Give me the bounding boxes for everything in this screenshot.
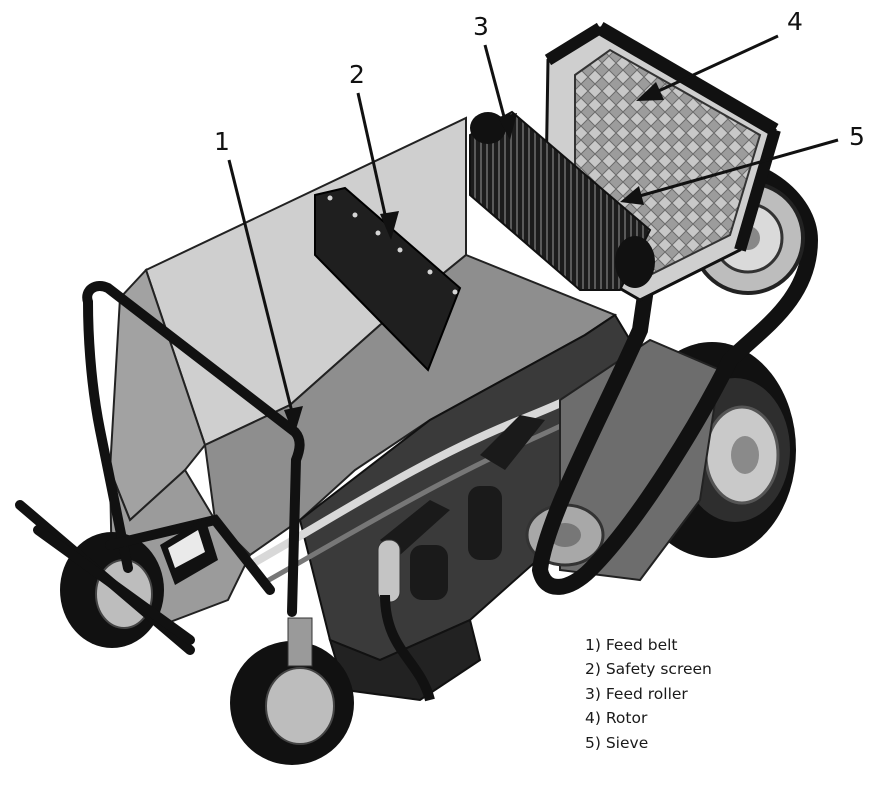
legend-item-sieve: 5) Sieve	[585, 733, 649, 752]
callout-number-3: 3	[473, 12, 489, 41]
callout-lines	[227, 34, 839, 421]
leader-line-1	[227, 159, 296, 421]
front-wheel-center	[230, 617, 354, 765]
leader-line-3	[483, 44, 509, 129]
legend: 1) Feed belt 2) Safety screen 3) Feed ro…	[585, 633, 855, 755]
safety-screen	[314, 186, 462, 372]
callout-number-4: 4	[787, 7, 803, 36]
arrowhead-5	[620, 186, 644, 205]
legend-item-rotor: 4) Rotor	[585, 709, 648, 728]
leader-line-4	[651, 34, 779, 96]
callout-number-1: 1	[214, 127, 230, 156]
arrowhead-1	[284, 406, 303, 436]
warning-label	[160, 518, 218, 585]
callout-number-5: 5	[849, 122, 865, 151]
legend-item-feed-roller: 3) Feed roller	[585, 684, 688, 703]
feed-roller	[469, 110, 655, 291]
arrowhead-2	[380, 211, 399, 240]
arrowhead-3	[498, 113, 517, 140]
machine-illustration	[15, 21, 819, 765]
legend-item-feed-belt: 1) Feed belt	[585, 636, 678, 654]
legend-item-safety-screen: 2) Safety screen	[585, 660, 712, 679]
leader-line-2	[356, 92, 390, 229]
arrowhead-4	[636, 82, 664, 101]
leader-line-5	[635, 138, 839, 199]
callout-arrowheads	[284, 82, 664, 436]
callout-number-2: 2	[349, 60, 365, 89]
